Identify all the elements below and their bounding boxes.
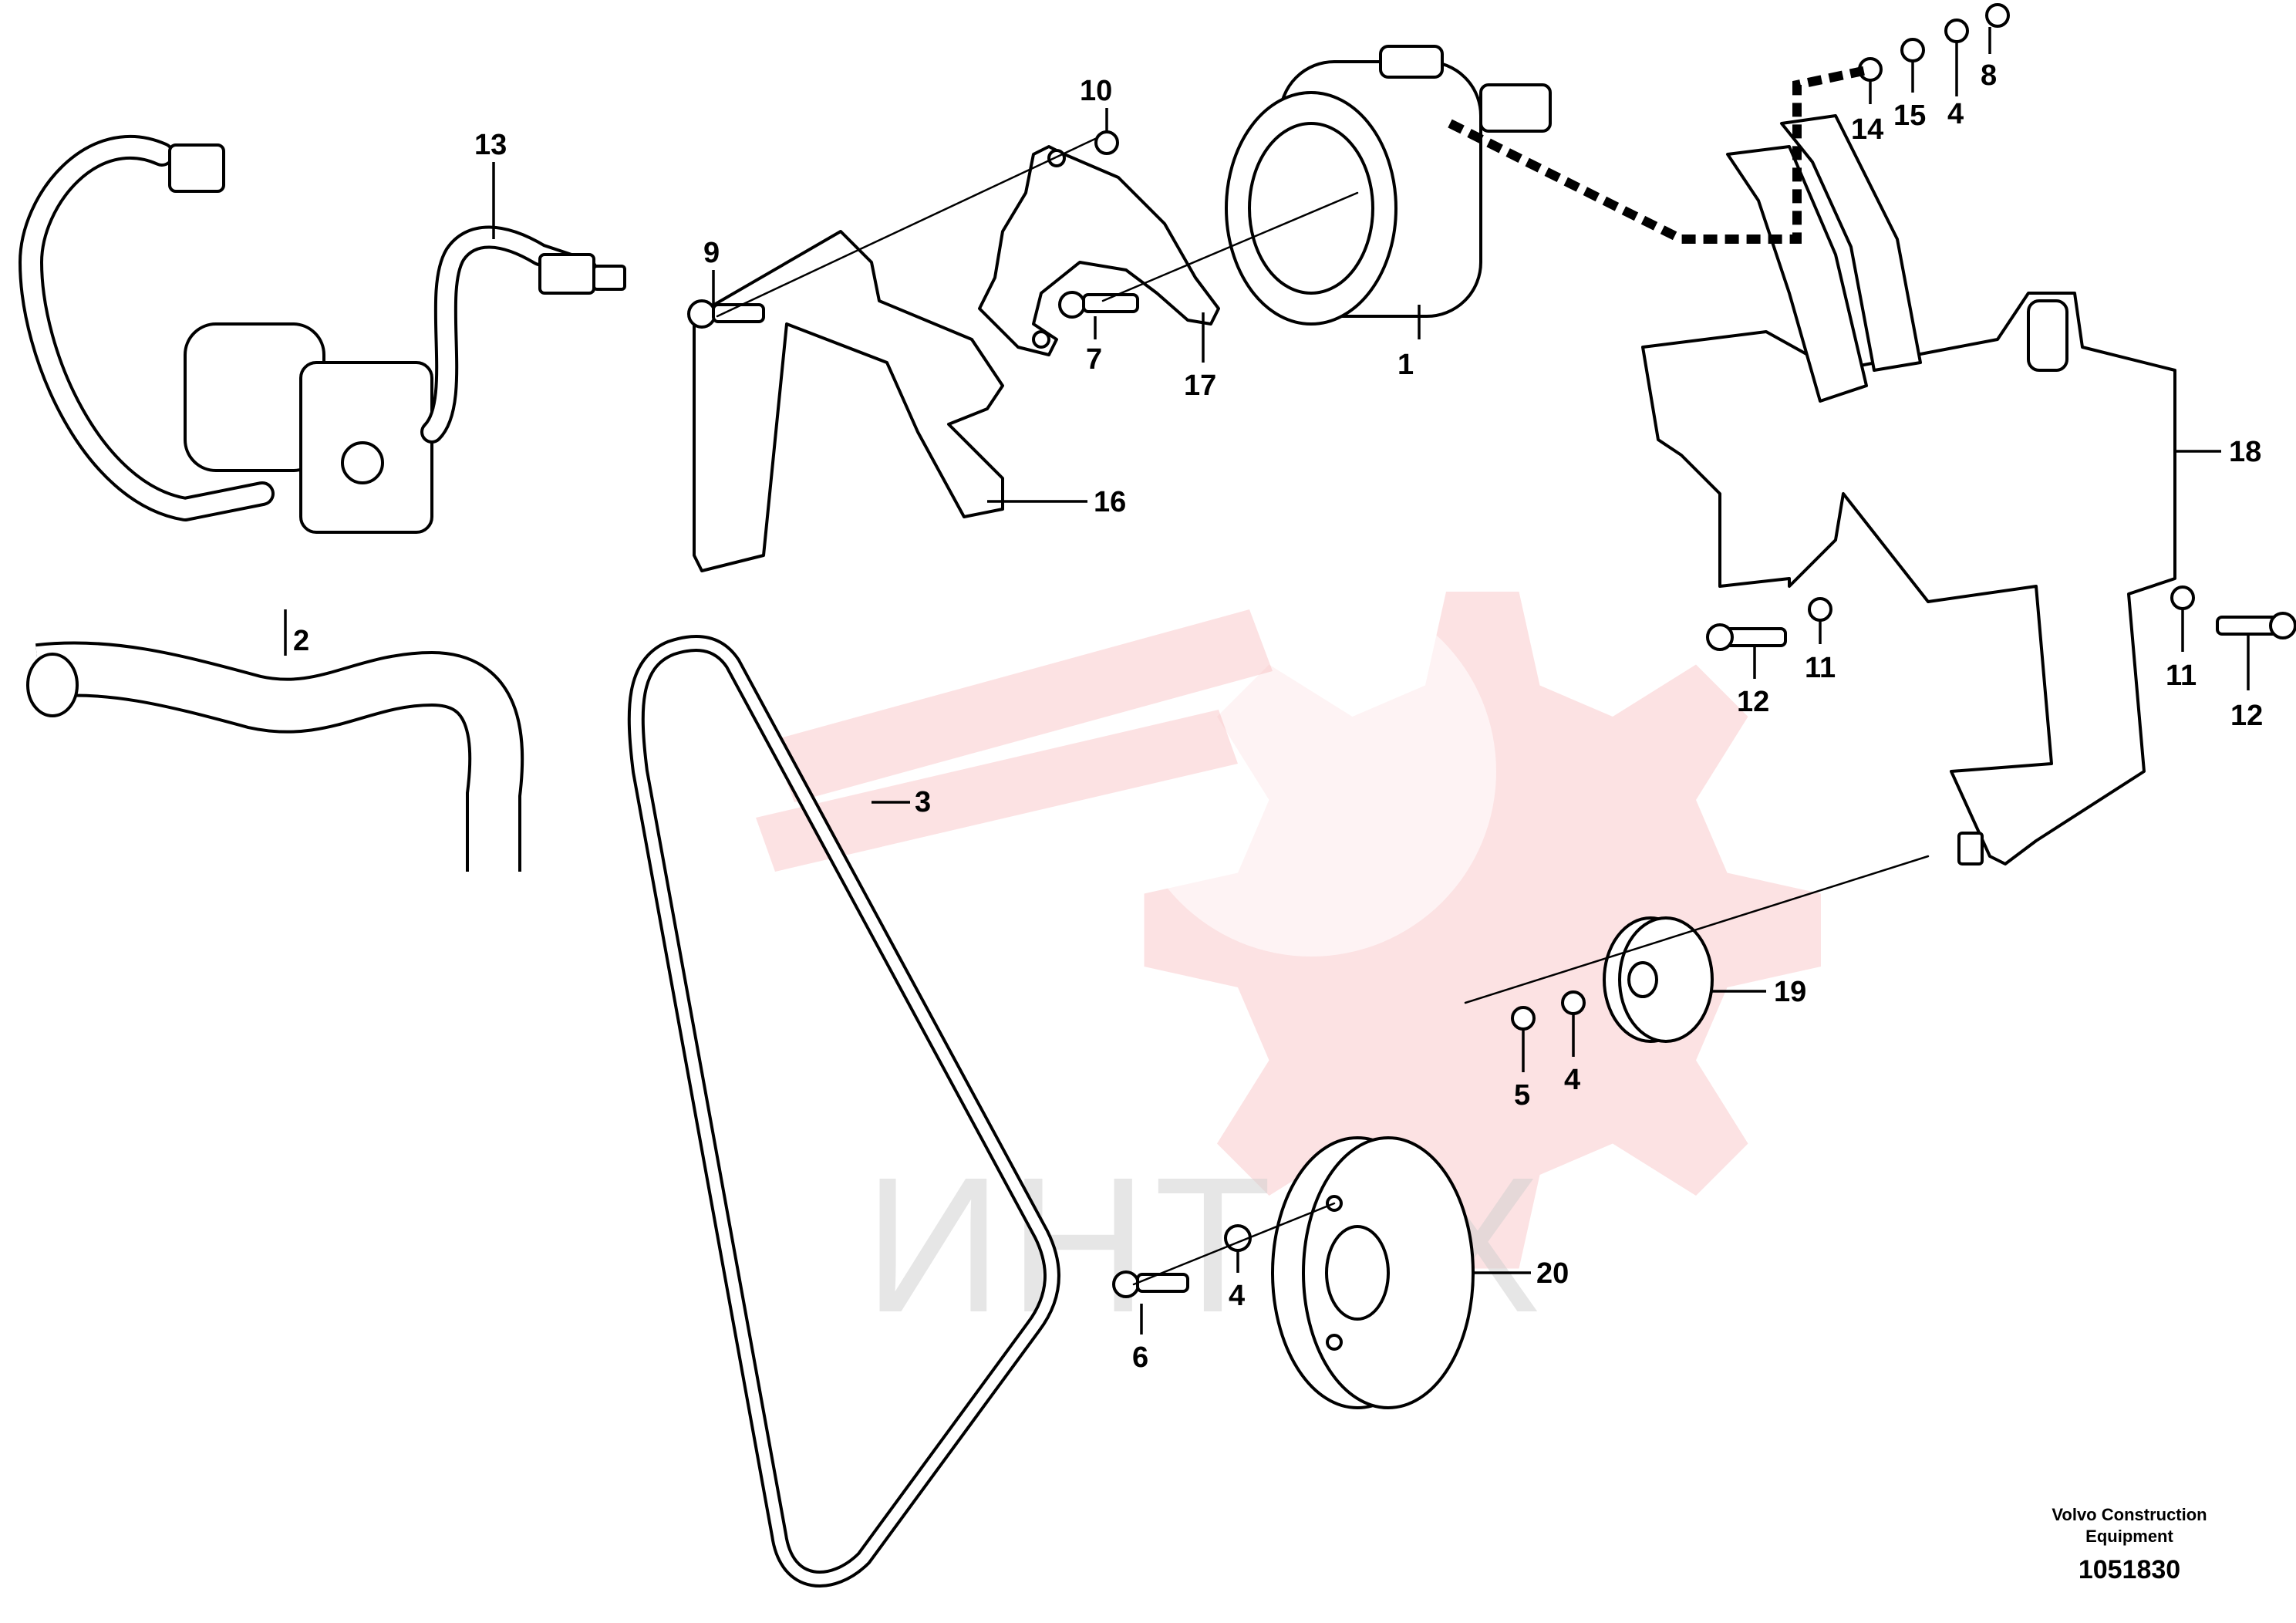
plate: [978, 145, 1220, 356]
watermark-gear-logo: [756, 586, 1821, 1269]
leader-lines: [284, 27, 2250, 1335]
callout-numbers: 1 2 3 4 4 4 5 6 7 8 9 10 11 11 12 12 13 …: [293, 59, 2263, 1374]
callout-10: 10: [1080, 75, 1112, 107]
callout-17: 17: [1184, 369, 1216, 402]
callout-14: 14: [1851, 113, 1883, 146]
callout-2: 2: [293, 625, 309, 657]
idler-pulley: [1603, 916, 1714, 1043]
callout-15: 15: [1893, 100, 1926, 132]
callout-8: 8: [1981, 59, 1997, 92]
callout-12-left: 12: [1737, 686, 1769, 718]
assembly-lines: [716, 65, 1930, 1286]
callout-11-left: 11: [1805, 652, 1836, 684]
callout-5: 5: [1514, 1079, 1530, 1112]
callout-16: 16: [1094, 486, 1126, 518]
callout-7: 7: [1086, 343, 1102, 376]
hose-drier-assembly: [19, 134, 626, 534]
drawing-number: 1051830: [2078, 1555, 2181, 1584]
callout-18: 18: [2229, 436, 2261, 468]
mounting-bracket: [1641, 114, 2176, 865]
callout-6: 6: [1132, 1341, 1148, 1374]
callout-1: 1: [1397, 349, 1414, 381]
crank-pulley: [1271, 1136, 1475, 1409]
brand-line-2: Equipment: [2085, 1527, 2173, 1546]
callout-12-right: 12: [2230, 700, 2263, 732]
hose: [26, 641, 524, 872]
callout-11-right: 11: [2166, 660, 2197, 692]
callout-9: 9: [703, 237, 720, 269]
callout-20: 20: [1536, 1257, 1569, 1290]
callout-4-top: 4: [1947, 98, 1964, 130]
callout-19: 19: [1774, 976, 1806, 1008]
v-belt: [627, 635, 1060, 1588]
callout-4-crank: 4: [1229, 1280, 1245, 1312]
callout-13: 13: [474, 129, 507, 161]
callout-4-idler: 4: [1564, 1064, 1580, 1096]
brand-label: Volvo Construction Equipment: [2029, 1504, 2230, 1547]
compressor: [1225, 45, 1552, 326]
bracket: [693, 230, 1004, 572]
brand-line-1: Volvo Construction: [2052, 1505, 2207, 1524]
callout-3: 3: [915, 786, 931, 818]
